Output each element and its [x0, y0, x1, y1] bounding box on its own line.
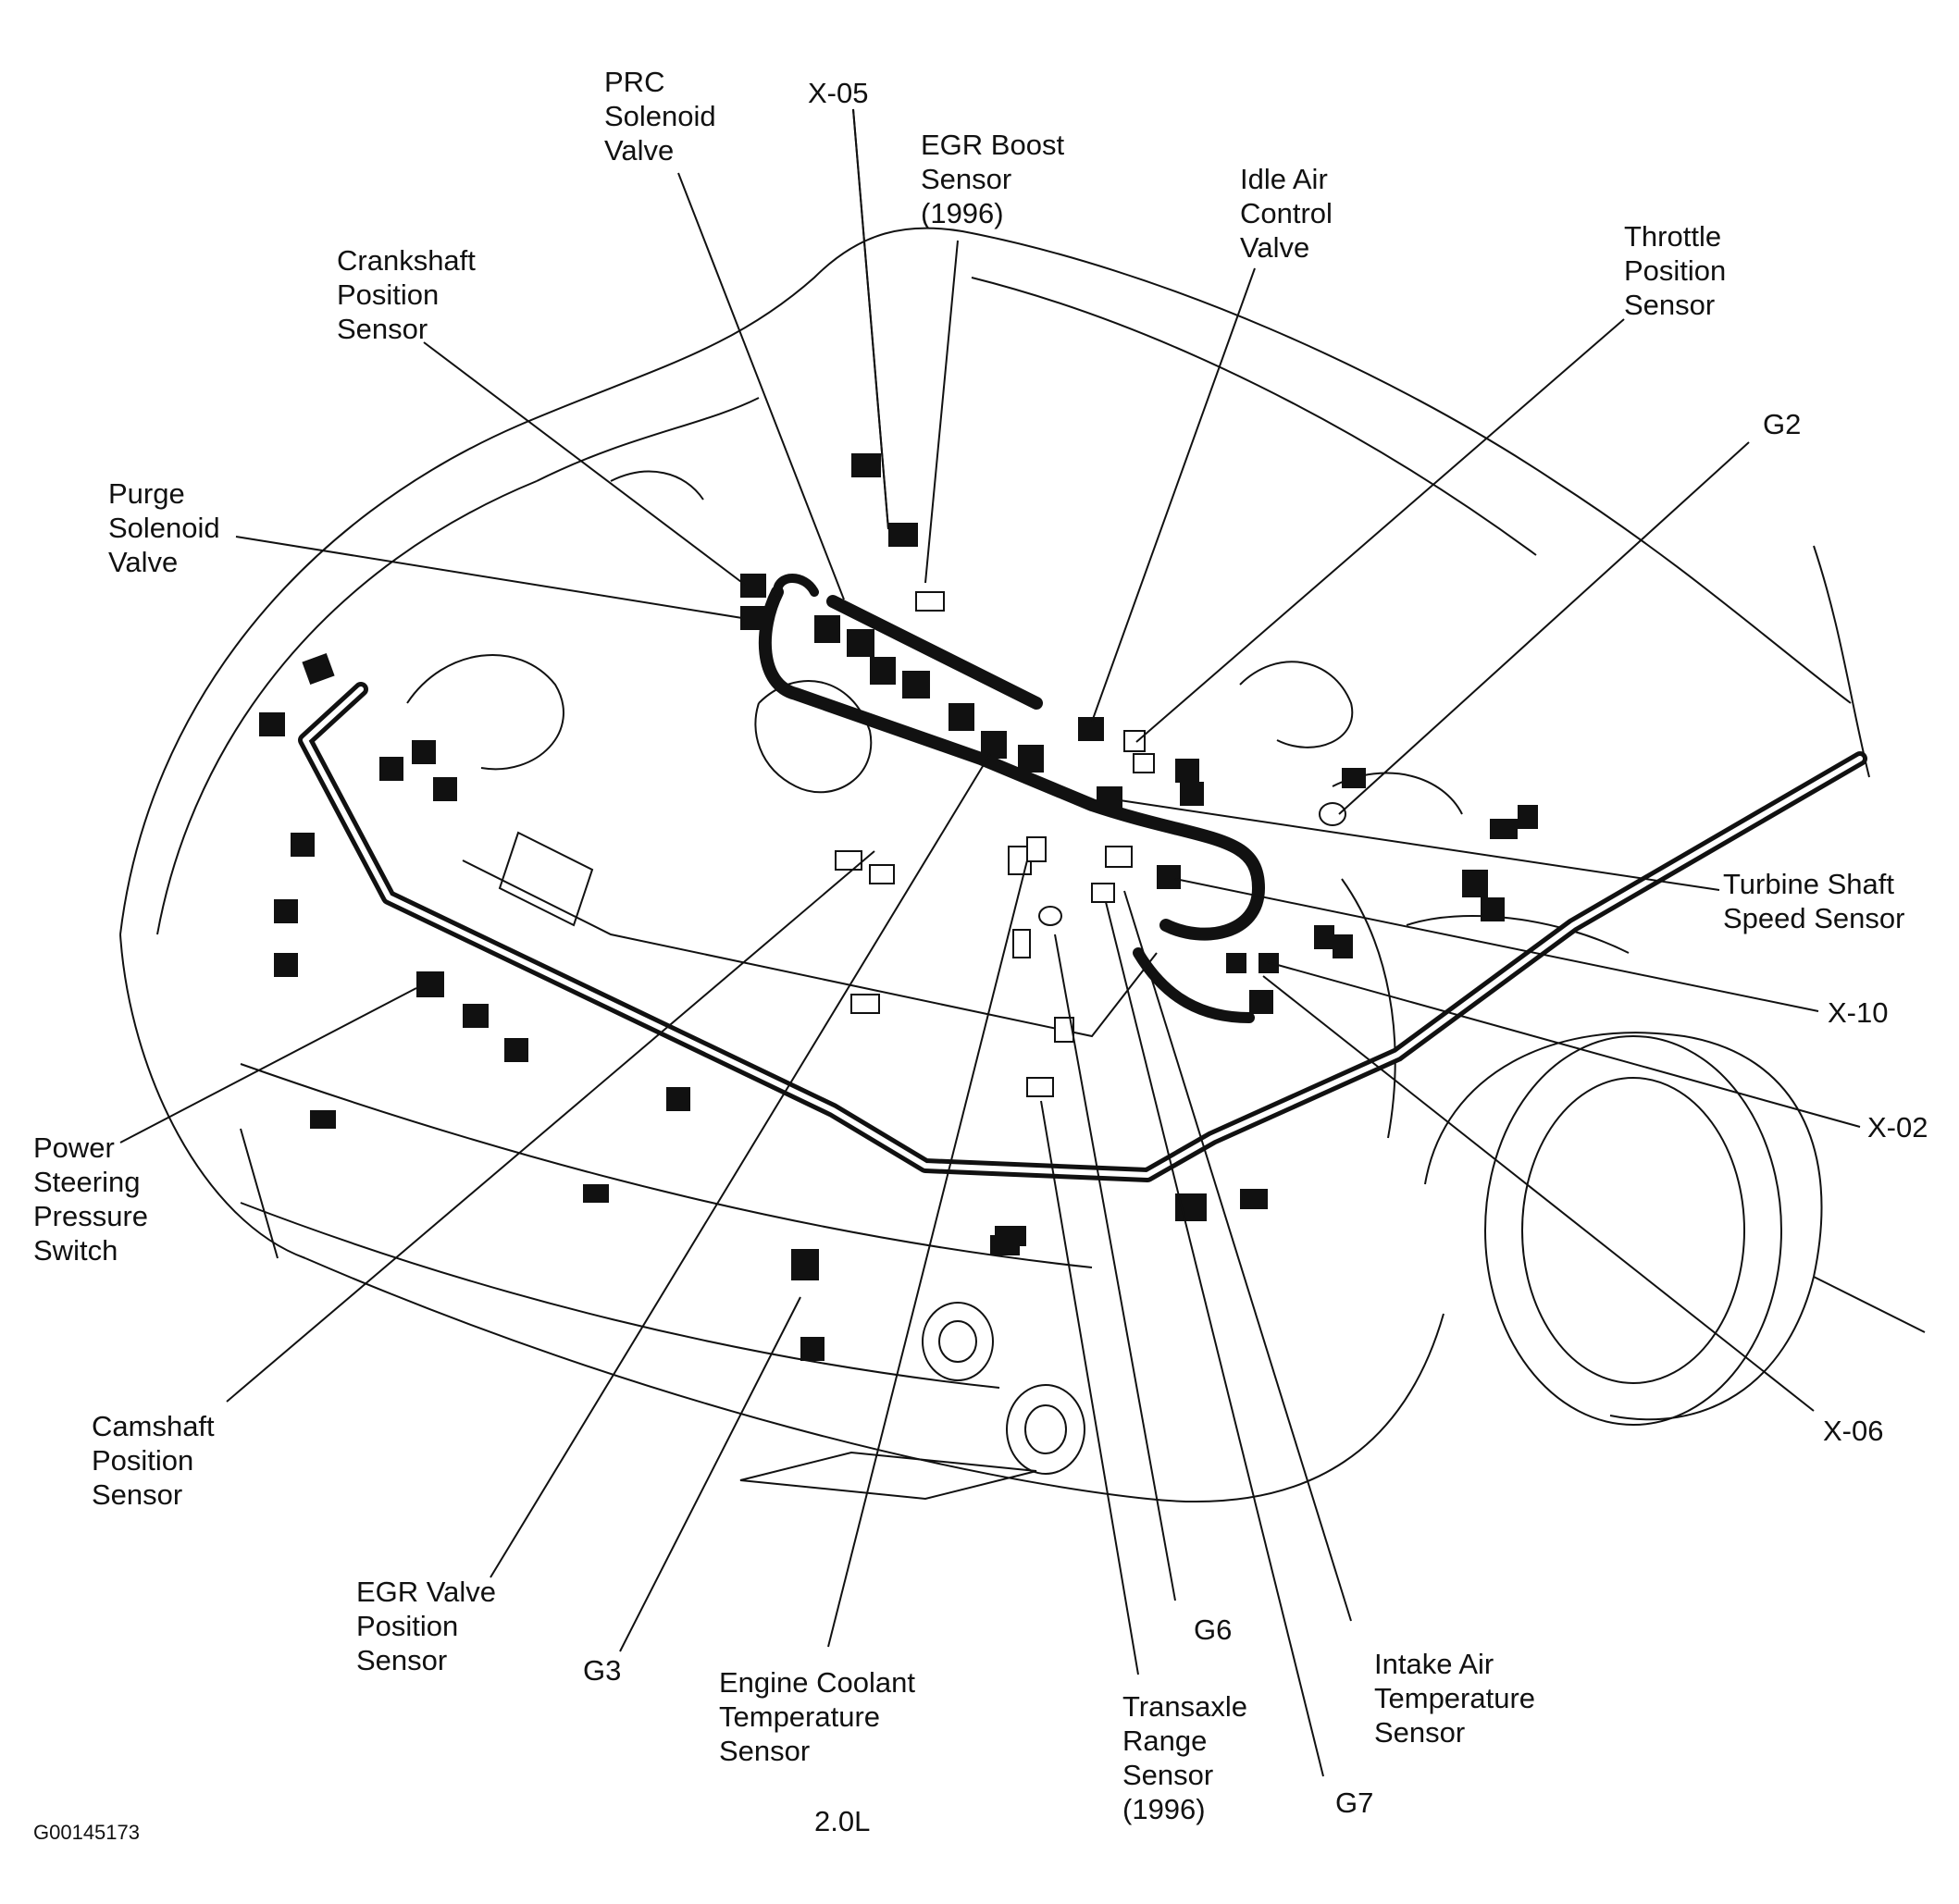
label-line: Camshaft	[92, 1410, 215, 1442]
label-line: Position	[337, 278, 440, 311]
label-line: Valve	[108, 546, 179, 578]
label-line: Sensor	[1624, 289, 1716, 321]
label-line: Sensor	[356, 1644, 448, 1676]
label-line: EGR Valve	[356, 1576, 497, 1608]
label-egr-boost-sensor: EGR Boost Sensor (1996)	[921, 128, 1064, 230]
label-power-steering-pressure-switch: Power Steering Pressure Switch	[33, 1131, 148, 1267]
label-line: Power	[33, 1131, 115, 1164]
leader-purge	[235, 536, 743, 619]
label-line: EGR Boost	[921, 129, 1065, 161]
label-line: X-05	[808, 77, 869, 109]
label-x05: X-05	[808, 76, 868, 110]
label-line: Turbine Shaft	[1723, 868, 1894, 900]
label-line: Sensor	[921, 163, 1012, 195]
label-line: Engine Coolant	[719, 1666, 915, 1699]
label-turbine-shaft-speed-sensor: Turbine Shaft Speed Sensor	[1723, 867, 1904, 935]
leader-g7	[1105, 901, 1324, 1777]
label-line: X-06	[1823, 1415, 1884, 1447]
label-line: X-10	[1828, 996, 1889, 1029]
label-g3: G3	[583, 1653, 621, 1688]
label-line: Sensor	[1374, 1716, 1466, 1749]
label-line: Steering	[33, 1166, 141, 1198]
label-line: Position	[1624, 254, 1727, 287]
leader-transaxle	[1040, 1100, 1139, 1675]
label-line: (1996)	[1122, 1793, 1206, 1825]
label-line: Intake Air	[1374, 1648, 1494, 1680]
leader-egr-valve	[490, 753, 991, 1578]
leader-x05-alt	[852, 108, 889, 530]
label-line: G2	[1763, 408, 1802, 440]
label-camshaft-position-sensor: Camshaft Position Sensor	[92, 1409, 215, 1512]
leader-g2	[1338, 441, 1750, 815]
figure-id: G00145173	[33, 1821, 140, 1844]
label-g6: G6	[1194, 1613, 1232, 1647]
label-line: Temperature	[719, 1700, 881, 1733]
label-prc-solenoid-valve: PRC Solenoid Valve	[604, 65, 716, 167]
label-line: G6	[1194, 1613, 1233, 1646]
label-line: Sensor	[719, 1735, 811, 1767]
connectors	[259, 453, 1538, 1361]
label-line: Solenoid	[108, 512, 220, 544]
label-line: Position	[92, 1444, 194, 1477]
label-line: Sensor	[337, 313, 428, 345]
label-g7: G7	[1335, 1786, 1373, 1820]
leader-camshaft	[226, 850, 875, 1403]
leader-intake-air	[1123, 890, 1352, 1622]
label-line: Solenoid	[604, 100, 716, 132]
label-line: Range	[1122, 1725, 1208, 1757]
open-connectors	[835, 591, 1155, 1097]
label-line: Purge	[108, 477, 185, 510]
leader-x06	[1262, 975, 1815, 1412]
leader-throttle	[1135, 318, 1625, 743]
label-line: Idle Air	[1240, 163, 1328, 195]
label-line: Speed Sensor	[1723, 902, 1905, 934]
label-throttle-position-sensor: Throttle Position Sensor	[1624, 219, 1726, 322]
label-line: Control	[1240, 197, 1333, 229]
label-line: PRC	[604, 66, 665, 98]
label-x06: X-06	[1823, 1414, 1883, 1448]
label-x02: X-02	[1867, 1110, 1928, 1144]
leader-idle-air	[1091, 267, 1256, 723]
leader-x02	[1267, 961, 1861, 1128]
leader-g3	[619, 1296, 801, 1652]
label-egr-valve-position-sensor: EGR Valve Position Sensor	[356, 1575, 496, 1677]
leader-turbine	[1119, 799, 1720, 891]
label-purge-solenoid-valve: Purge Solenoid Valve	[108, 476, 220, 579]
label-line: G3	[583, 1654, 622, 1687]
label-crankshaft-position-sensor: Crankshaft Position Sensor	[337, 243, 476, 346]
leader-crankshaft	[423, 341, 746, 586]
label-line: (1996)	[921, 197, 1004, 229]
label-line: Valve	[1240, 231, 1310, 264]
label-line: G7	[1335, 1787, 1374, 1819]
label-line: Position	[356, 1610, 459, 1642]
leader-g6	[1054, 933, 1176, 1601]
leader-coolant	[827, 859, 1028, 1648]
label-line: Crankshaft	[337, 244, 476, 277]
label-transaxle-range-sensor: Transaxle Range Sensor (1996)	[1122, 1689, 1247, 1826]
label-engine-coolant-temperature-sensor: Engine Coolant Temperature Sensor	[719, 1665, 915, 1768]
label-line: Temperature	[1374, 1682, 1536, 1714]
label-x10: X-10	[1828, 995, 1888, 1030]
leader-x10	[1174, 878, 1819, 1012]
label-intake-air-temperature-sensor: Intake Air Temperature Sensor	[1374, 1647, 1535, 1749]
leader-lines	[119, 108, 1861, 1777]
label-line: Transaxle	[1122, 1690, 1247, 1723]
label-line: Pressure	[33, 1200, 149, 1232]
car-body-outline	[120, 229, 1925, 1502]
label-g2: G2	[1763, 407, 1801, 441]
label-line: Throttle	[1624, 220, 1722, 253]
leader-power-steering	[119, 987, 417, 1144]
leader-prc	[677, 172, 845, 600]
label-line: Valve	[604, 134, 675, 167]
label-line: Switch	[33, 1234, 118, 1267]
label-line: Sensor	[92, 1478, 183, 1511]
engine-caption: 2.0L	[814, 1805, 871, 1837]
label-line: Sensor	[1122, 1759, 1214, 1791]
leader-egr-boost	[924, 240, 959, 584]
label-line: X-02	[1867, 1111, 1928, 1144]
label-idle-air-control-valve: Idle Air Control Valve	[1240, 162, 1333, 265]
